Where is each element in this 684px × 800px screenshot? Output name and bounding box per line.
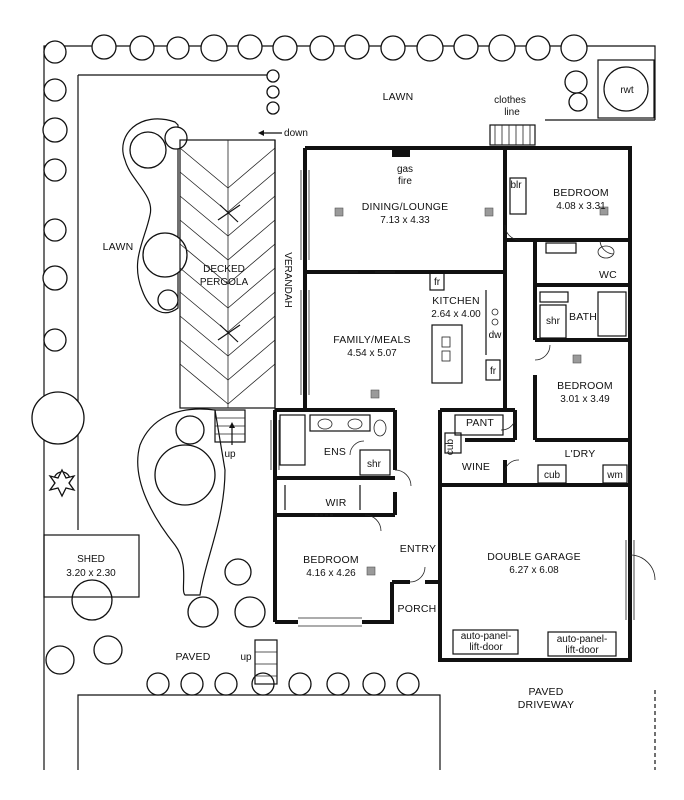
tree-row-north <box>43 34 588 115</box>
windows <box>270 170 635 627</box>
up-label-2: up <box>240 652 252 663</box>
pantry-label: PANT <box>466 417 494 429</box>
rwt-label: rwt <box>620 85 634 96</box>
steps-pergola: up <box>214 409 246 460</box>
room-labels: LAWN LAWN DINING/LOUNGE 7.13 x 4.33 blr … <box>103 91 623 711</box>
ensuite-label: ENS <box>324 446 346 458</box>
fire-label: fire <box>398 176 412 187</box>
clothes-label-2: line <box>504 107 520 118</box>
garden-bed-lower <box>53 408 226 596</box>
verandah: VERANDAH <box>274 140 293 478</box>
shr-bath-label: shr <box>546 316 561 327</box>
lawn-west-label: LAWN <box>103 241 134 253</box>
wm-label: wm <box>606 470 623 481</box>
bed3-dim: 4.16 x 4.26 <box>306 568 356 579</box>
bath-label: BATH <box>569 311 597 323</box>
bed3-label: BEDROOM <box>303 554 359 566</box>
verandah-label: VERANDAH <box>282 252 293 308</box>
dining-label: DINING/LOUNGE <box>362 201 449 213</box>
door2-label-1: auto-panel- <box>557 634 608 645</box>
door1-label-2: lift-door <box>469 642 503 653</box>
tree-row-west <box>31 78 123 675</box>
kitchen-dim: 2.64 x 4.00 <box>431 309 481 320</box>
bed1-dim: 4.08 x 3.31 <box>556 201 606 212</box>
shed-label: SHED <box>77 554 105 565</box>
driveway-label-2: DRIVEWAY <box>518 699 574 711</box>
doors <box>315 224 656 583</box>
bed1-label: BEDROOM <box>553 187 609 199</box>
bath-fixtures <box>509 177 627 339</box>
cub2-label: cub <box>544 470 561 481</box>
lawn-north-label: LAWN <box>383 91 414 103</box>
tree-row-south <box>146 558 420 696</box>
cub1-label: cub <box>445 439 456 456</box>
garage-label: DOUBLE GARAGE <box>487 551 581 563</box>
ceiling-lights <box>334 206 609 576</box>
down-label: down <box>284 128 308 139</box>
wc-label: WC <box>599 269 617 281</box>
garden-bed-upper <box>122 118 188 314</box>
door1-label-1: auto-panel- <box>461 631 512 642</box>
dw-label: dw <box>489 330 503 341</box>
wir-label: WIR <box>325 497 346 509</box>
up-label-1: up <box>224 449 236 460</box>
bed2-dim: 3.01 x 3.49 <box>560 394 610 405</box>
decked-pergola: DECKED PERGOLA <box>179 139 276 409</box>
clothes-label-1: clothes <box>494 95 526 106</box>
shed-dim: 3.20 x 2.30 <box>66 568 116 579</box>
wine-label: WINE <box>462 461 490 473</box>
family-dim: 4.54 x 5.07 <box>347 348 397 359</box>
entry-label: ENTRY <box>400 543 436 555</box>
garage-doors <box>452 629 617 657</box>
kitchen-fixtures: dw fr fr <box>429 271 503 384</box>
pergola-label-2: PERGOLA <box>200 277 249 288</box>
rainwater-tank: rwt <box>597 59 655 119</box>
pergola-label-1: DECKED <box>203 264 245 275</box>
garage-dim: 6.27 x 6.08 <box>509 565 559 576</box>
door2-label-2: lift-door <box>565 645 599 656</box>
laundry-fixtures <box>444 414 628 484</box>
paved-label: PAVED <box>175 651 210 663</box>
steps-front: up <box>240 639 278 685</box>
blr-label: blr <box>510 180 522 191</box>
porch-label: PORCH <box>398 603 437 615</box>
laundry-label: L'DRY <box>565 448 596 460</box>
shed: SHED 3.20 x 2.30 <box>43 534 140 598</box>
interior-walls <box>275 148 630 584</box>
driveway-label-1: PAVED <box>528 686 563 698</box>
dining-dim: 7.13 x 4.33 <box>380 215 430 226</box>
bed2-label: BEDROOM <box>557 380 613 392</box>
gas-label: gas <box>397 164 413 175</box>
fr1-label: fr <box>434 277 441 288</box>
shr-ens-label: shr <box>367 459 382 470</box>
family-label: FAMILY/MEALS <box>333 334 410 346</box>
star-plant <box>48 468 76 498</box>
down-arrow: down <box>258 128 308 139</box>
gas-fire: gas fire <box>392 148 413 187</box>
ensuite-fixtures <box>279 414 391 510</box>
kitchen-label: KITCHEN <box>432 295 480 307</box>
clothes-line: clothes line <box>489 95 536 146</box>
fr2-label: fr <box>490 366 497 377</box>
